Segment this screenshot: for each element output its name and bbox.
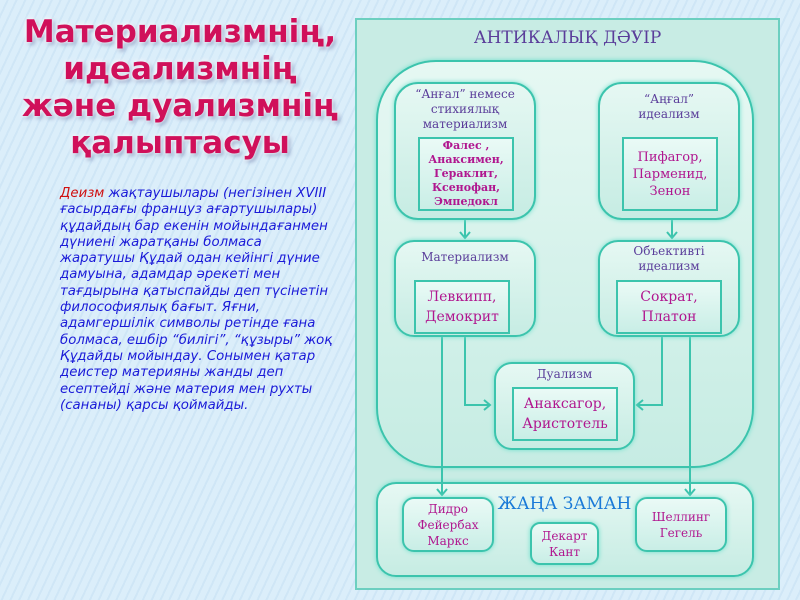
naive-materialism-box: “Анғал” немесе стихиялық материализм Фал… [394, 82, 536, 220]
deism-description: Деизм жақтаушылары (негізінен XVIII ғасы… [60, 186, 340, 414]
naive-idealism-box: “Аңғал” идеализм Пифагор, Парменид, Зено… [598, 82, 740, 220]
dualism-names: Анаксагор, Аристотель [512, 387, 618, 441]
modern-center-box: Декарт Кант [530, 522, 599, 565]
naive-materialism-names: Фалес , Анаксимен, Гераклит, Ксенофан, Э… [418, 137, 514, 211]
arrow-naive-to-materialism [459, 218, 471, 240]
antiquity-title: АНТИКАЛЫҚ ДӘУІР [473, 28, 662, 48]
modern-right-box: Шеллинг Гегель [635, 497, 727, 552]
naive-materialism-label: “Анғал” немесе стихиялық материализм [415, 87, 515, 131]
diagram-panel: АНТИКАЛЫҚ ДӘУІР “Анғал” немесе стихиялық… [355, 18, 780, 590]
objective-idealism-box: Объективті идеализм Сократ, Платон [598, 240, 740, 337]
materialism-label: Материализм [421, 250, 509, 264]
arrow-objective-to-modern [684, 336, 696, 497]
naive-idealism-names: Пифагор, Парменид, Зенон [622, 137, 718, 211]
dualism-label: Дуализм [536, 367, 593, 381]
deism-text: жақтаушылары (негізінен XVIII ғасырдағы … [60, 186, 333, 413]
arrow-naive-to-objective [666, 218, 678, 240]
objective-idealism-names: Сократ, Платон [616, 280, 722, 334]
materialism-box: Материализм Левкипп, Демокрит [394, 240, 536, 337]
connector-arrows [436, 218, 696, 497]
arrow-objective-to-dualism [635, 336, 663, 411]
arrow-materialism-to-dualism [464, 336, 492, 411]
modern-left-box: Дидро Фейербах Маркс [402, 497, 494, 552]
materialism-names: Левкипп, Демокрит [414, 280, 510, 334]
slide-title: Материализмнің, идеализмнің және дуализм… [21, 14, 339, 161]
modern-title: ЖАҢА ЗАМАН [497, 494, 632, 514]
objective-idealism-label: Объективті идеализм [633, 244, 705, 273]
naive-idealism-label: “Аңғал” идеализм [638, 92, 700, 121]
deism-term: Деизм [60, 186, 105, 201]
dualism-box: Дуализм Анаксагор, Аристотель [494, 362, 635, 450]
arrow-materialism-to-modern [436, 336, 448, 497]
